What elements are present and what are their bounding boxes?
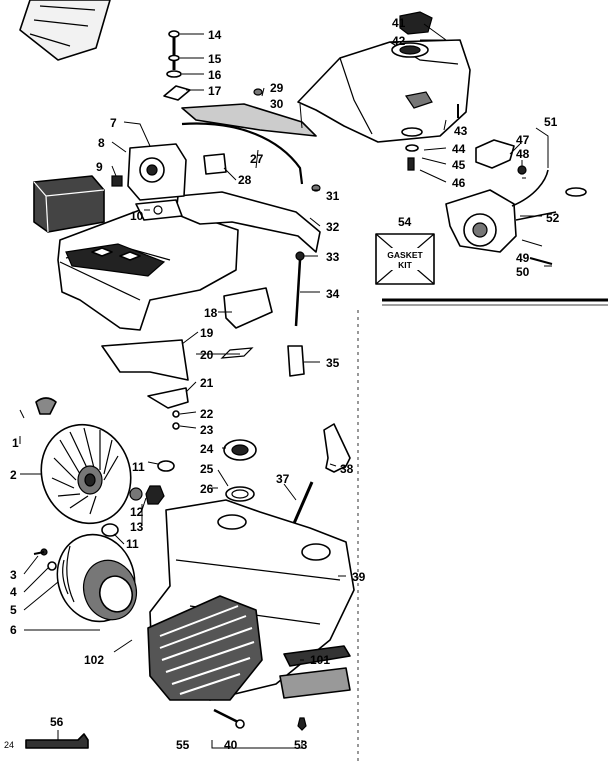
- part-number-callouts: 14 15 16 17 29 30 7 8 27 9 28 31 10 32 3…: [10, 16, 560, 752]
- callout-24: 24: [200, 442, 214, 456]
- page-number: 24: [4, 740, 14, 750]
- ignition-module: [445, 139, 587, 265]
- starter-pulley: [33, 533, 138, 623]
- callout-40: 40: [224, 738, 238, 752]
- callout-9: 9: [96, 160, 103, 174]
- callout-2: 2: [10, 468, 17, 482]
- callout-51: 51: [544, 115, 558, 129]
- callout-1: 1: [12, 436, 19, 450]
- callout-25: 25: [200, 462, 214, 476]
- callout-54: 54: [398, 215, 412, 229]
- callout-28: 28: [238, 173, 252, 187]
- flywheel: [40, 423, 132, 525]
- housing-assembly: [57, 191, 321, 331]
- callout-11b: 11: [126, 537, 139, 551]
- air-filter: [33, 175, 105, 233]
- gasket-kit: GASKET KIT: [375, 233, 435, 285]
- callout-27: 27: [250, 152, 264, 166]
- callout-46: 46: [452, 176, 466, 190]
- callout-22: 22: [200, 407, 214, 421]
- carburetor: [127, 143, 187, 221]
- callout-7: 7: [110, 116, 117, 130]
- section-dividers: [357, 298, 608, 764]
- bottom-hardware: [25, 708, 307, 749]
- callout-17: 17: [208, 84, 222, 98]
- callout-15: 15: [208, 52, 222, 66]
- fuel-tank: [297, 11, 471, 171]
- callout-47: 47: [516, 133, 530, 147]
- bar-mount-plates: [279, 645, 351, 699]
- small-parts: [101, 423, 351, 537]
- callout-23: 23: [200, 423, 214, 437]
- callout-11: 11: [132, 460, 145, 474]
- callout-34: 34: [326, 287, 340, 301]
- callout-20: 20: [200, 348, 214, 362]
- callout-50: 50: [516, 265, 530, 279]
- callout-8: 8: [98, 136, 105, 150]
- callout-44: 44: [452, 142, 466, 156]
- fuel-line-parts: [35, 251, 305, 430]
- callout-48: 48: [516, 147, 530, 161]
- callout-53: 53: [294, 738, 308, 752]
- callout-37: 37: [276, 472, 290, 486]
- callout-16: 16: [208, 68, 222, 82]
- callout-12: 12: [130, 505, 144, 519]
- callout-3: 3: [10, 568, 17, 582]
- callout-43: 43: [454, 124, 468, 138]
- callout-10: 10: [130, 209, 144, 223]
- callout-33: 33: [326, 250, 340, 264]
- gasket-kit-line1: GASKET: [387, 250, 423, 260]
- callout-19: 19: [200, 326, 214, 340]
- callout-41: 41: [392, 16, 406, 30]
- callout-30: 30: [270, 97, 284, 111]
- gasket-kit-line2: KIT: [398, 260, 413, 270]
- callout-52: 52: [546, 211, 560, 225]
- callout-6: 6: [10, 623, 17, 637]
- callout-45: 45: [452, 158, 466, 172]
- top-mount-parts: [111, 30, 321, 192]
- callout-101: 101: [310, 653, 330, 667]
- cylinder-fins: [147, 595, 263, 701]
- callout-31: 31: [326, 189, 340, 203]
- callout-56: 56: [50, 715, 64, 729]
- callout-21: 21: [200, 376, 214, 390]
- corner-scrap: [19, 0, 111, 61]
- callout-55: 55: [176, 738, 190, 752]
- callout-38: 38: [340, 462, 354, 476]
- callout-18: 18: [204, 306, 218, 320]
- callout-25b: 26: [200, 482, 214, 496]
- callout-14: 14: [208, 28, 222, 42]
- callout-49: 49: [516, 251, 530, 265]
- callout-39: 39: [352, 570, 366, 584]
- callout-4: 4: [10, 585, 17, 599]
- callout-102: 102: [84, 653, 104, 667]
- callout-35: 35: [326, 356, 340, 370]
- callout-42: 42: [392, 34, 406, 48]
- callout-29: 29: [270, 81, 284, 95]
- callout-32: 32: [326, 220, 340, 234]
- callout-13: 13: [130, 520, 144, 534]
- callout-5: 5: [10, 603, 17, 617]
- leader-lines: [19, 23, 552, 740]
